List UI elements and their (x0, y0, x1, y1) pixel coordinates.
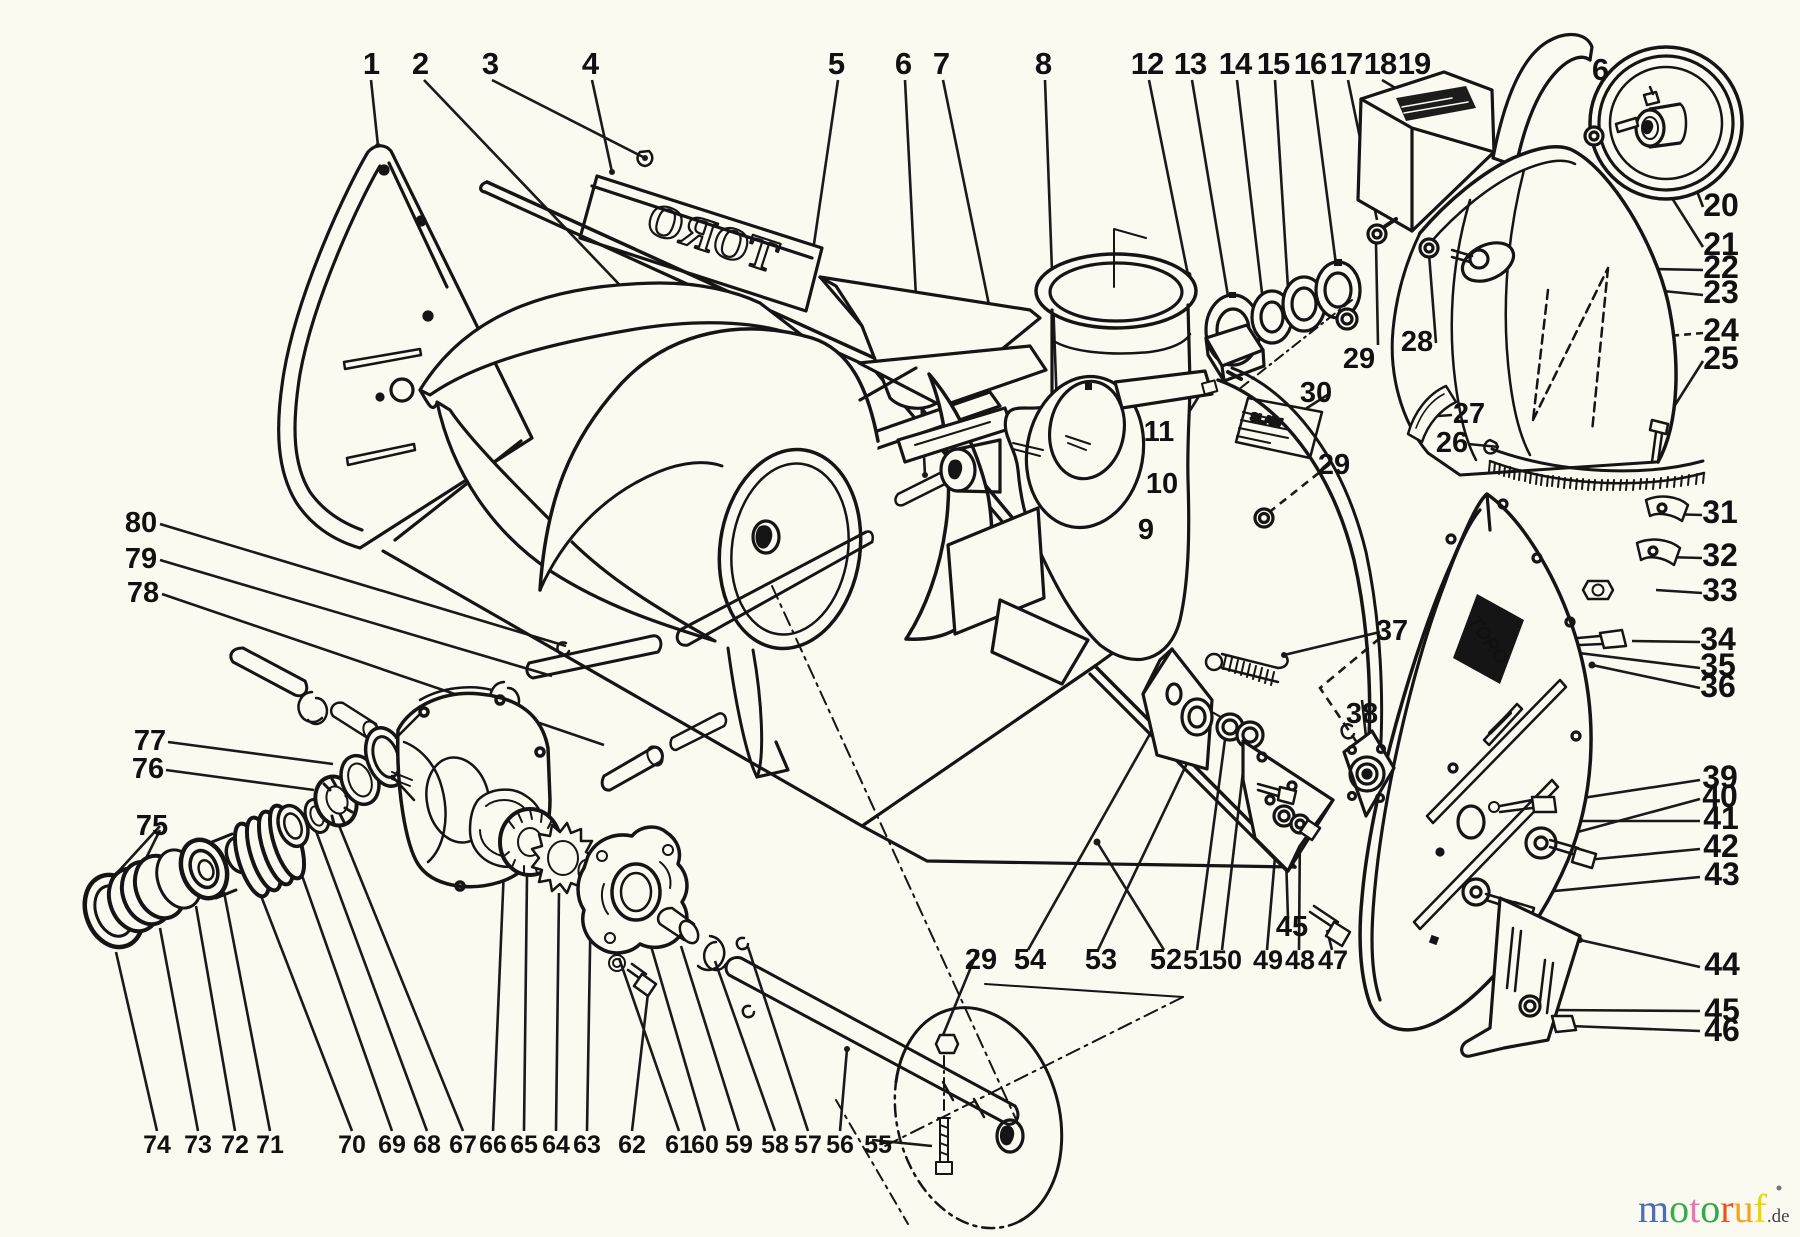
svg-text:40: 40 (1702, 778, 1738, 814)
svg-text:3: 3 (482, 46, 499, 81)
svg-text:14: 14 (1219, 46, 1253, 81)
svg-text:9: 9 (1138, 514, 1154, 546)
svg-text:26: 26 (1436, 427, 1468, 459)
svg-text:70: 70 (338, 1131, 366, 1159)
svg-text:45: 45 (1704, 992, 1740, 1028)
svg-text:51: 51 (1183, 945, 1213, 975)
svg-text:73: 73 (184, 1131, 212, 1159)
svg-text:15: 15 (1257, 46, 1290, 81)
svg-text:17: 17 (1330, 46, 1362, 81)
svg-text:31: 31 (1702, 494, 1738, 530)
svg-text:48: 48 (1285, 945, 1315, 975)
svg-text:38: 38 (1346, 698, 1378, 730)
svg-text:76: 76 (132, 753, 164, 785)
svg-text:motoruf.de: motoruf.de (1638, 1186, 1790, 1231)
svg-text:46: 46 (1704, 1012, 1740, 1048)
svg-text:61: 61 (665, 1131, 693, 1159)
svg-text:80: 80 (125, 507, 157, 539)
svg-text:11: 11 (1144, 416, 1175, 448)
svg-text:56: 56 (826, 1131, 854, 1159)
svg-text:77: 77 (134, 725, 166, 757)
svg-text:29: 29 (1343, 343, 1375, 375)
svg-text:50: 50 (1212, 945, 1242, 975)
svg-text:66: 66 (479, 1131, 507, 1159)
svg-text:23: 23 (1703, 274, 1739, 310)
svg-text:22: 22 (1703, 249, 1739, 285)
svg-text:43: 43 (1704, 856, 1740, 892)
svg-text:65: 65 (510, 1131, 538, 1159)
svg-text:8: 8 (1035, 46, 1052, 81)
svg-text:44: 44 (1704, 946, 1740, 982)
svg-text:57: 57 (794, 1131, 822, 1159)
svg-text:72: 72 (221, 1131, 249, 1159)
svg-text:27: 27 (1453, 398, 1485, 430)
svg-text:2: 2 (412, 46, 428, 81)
svg-text:75: 75 (136, 810, 168, 842)
svg-text:5: 5 (828, 46, 845, 81)
svg-text:71: 71 (256, 1131, 284, 1159)
svg-text:4: 4 (582, 46, 600, 81)
svg-text:62: 62 (618, 1131, 646, 1159)
svg-text:60: 60 (691, 1131, 719, 1159)
svg-text:45: 45 (1276, 911, 1308, 943)
svg-text:79: 79 (125, 543, 157, 575)
svg-text:54: 54 (1014, 944, 1046, 976)
svg-text:19: 19 (1398, 46, 1431, 81)
svg-text:68: 68 (413, 1131, 441, 1159)
svg-text:53: 53 (1085, 944, 1117, 976)
svg-text:6: 6 (1592, 52, 1609, 87)
svg-text:6: 6 (895, 46, 912, 81)
svg-text:30: 30 (1300, 377, 1332, 409)
svg-text:59: 59 (725, 1131, 753, 1159)
svg-text:55: 55 (864, 1131, 892, 1159)
svg-text:7: 7 (933, 46, 949, 81)
svg-text:52: 52 (1150, 944, 1182, 976)
svg-text:28: 28 (1401, 326, 1433, 358)
svg-text:24: 24 (1703, 312, 1739, 348)
svg-text:1: 1 (363, 46, 380, 81)
svg-text:13: 13 (1174, 46, 1207, 81)
svg-text:16: 16 (1294, 46, 1327, 81)
svg-text:33: 33 (1702, 572, 1738, 608)
svg-text:29: 29 (1318, 449, 1350, 481)
svg-text:10: 10 (1146, 468, 1178, 500)
svg-text:58: 58 (761, 1131, 789, 1159)
svg-text:18: 18 (1364, 46, 1397, 81)
svg-text:21: 21 (1703, 226, 1739, 262)
svg-text:35: 35 (1700, 647, 1736, 683)
svg-text:39: 39 (1702, 759, 1738, 795)
svg-text:74: 74 (143, 1131, 171, 1159)
svg-text:78: 78 (127, 577, 159, 609)
svg-text:64: 64 (542, 1131, 570, 1159)
svg-text:69: 69 (378, 1131, 406, 1159)
svg-text:32: 32 (1702, 537, 1738, 573)
svg-text:34: 34 (1700, 621, 1736, 657)
svg-text:42: 42 (1703, 828, 1739, 864)
svg-text:29: 29 (965, 944, 997, 976)
svg-text:25: 25 (1703, 340, 1739, 376)
svg-text:47: 47 (1318, 945, 1348, 975)
svg-text:36: 36 (1700, 668, 1736, 704)
svg-text:67: 67 (449, 1131, 477, 1159)
svg-text:20: 20 (1703, 187, 1739, 223)
svg-text:37: 37 (1376, 615, 1408, 647)
svg-text:49: 49 (1253, 945, 1283, 975)
svg-text:63: 63 (573, 1131, 601, 1159)
svg-text:41: 41 (1703, 800, 1739, 836)
svg-text:12: 12 (1131, 46, 1163, 81)
